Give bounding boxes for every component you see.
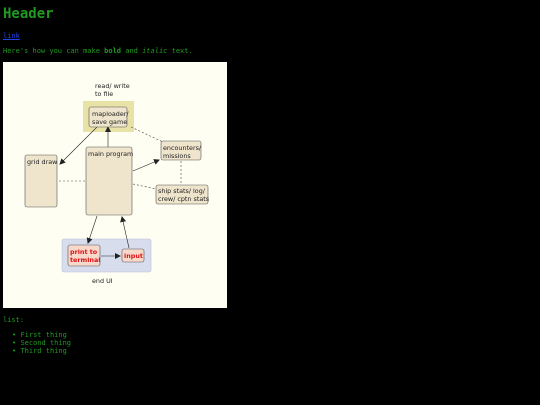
edge-main-to-encounters: [132, 159, 160, 172]
maploader-label-line2: save game: [92, 118, 127, 126]
intro-text: Here's how you can make bold and italic …: [3, 47, 193, 55]
intro-italic: italic: [142, 47, 168, 55]
ship-stats-label-line2: crew/ cptn stats: [158, 195, 210, 203]
ship-stats-node: [155, 184, 209, 205]
maploader-label-line1: maploader/: [92, 110, 129, 118]
grid-draw-node: [24, 154, 58, 208]
edge-maploader-encounters-dashed: [130, 126, 164, 143]
main-program-node: [85, 146, 133, 216]
maploader-node: [88, 106, 128, 128]
intro-bold: bold: [104, 47, 122, 55]
edge-maploader-to-grid: [59, 126, 98, 165]
file-label-line2: to file: [95, 90, 113, 98]
diagram-svg: read/ write to file maploader/ save game…: [24, 82, 210, 285]
print-terminal-label-line1: print to: [70, 248, 98, 256]
print-terminal-label-line2: terminal: [70, 256, 100, 264]
encounters-node: [160, 140, 202, 161]
edge-main-ship-dashed: [132, 183, 157, 190]
intro-after: text.: [167, 47, 193, 55]
ui-label: end UI: [92, 277, 113, 285]
input-node: [121, 248, 145, 263]
link[interactable]: link: [3, 32, 20, 40]
edge-input-to-main: [120, 216, 130, 249]
list-item: Second thing: [12, 339, 71, 347]
main-program-label: main program: [88, 150, 133, 158]
edge-main-to-print: [86, 215, 98, 244]
file-label-line1: read/ write: [95, 82, 130, 90]
intro-before: Here's how you can make: [3, 47, 105, 55]
architecture-diagram: read/ write to file maploader/ save game…: [3, 62, 227, 308]
print-terminal-node: [67, 244, 101, 267]
page-title: Header: [3, 6, 54, 22]
list-item: Third thing: [12, 347, 71, 355]
intro-middle: and: [121, 47, 143, 55]
list-label: list:: [3, 316, 25, 324]
bullet-list: First thing Second thing Third thing: [12, 331, 71, 355]
encounters-label-line2: missions: [163, 152, 191, 160]
grid-draw-label: grid draw: [27, 158, 57, 166]
encounters-label-line1: encounters/: [163, 144, 202, 152]
input-label: input: [124, 252, 143, 260]
list-item: First thing: [12, 331, 71, 339]
ship-stats-label-line1: ship stats/ log/: [158, 187, 206, 195]
